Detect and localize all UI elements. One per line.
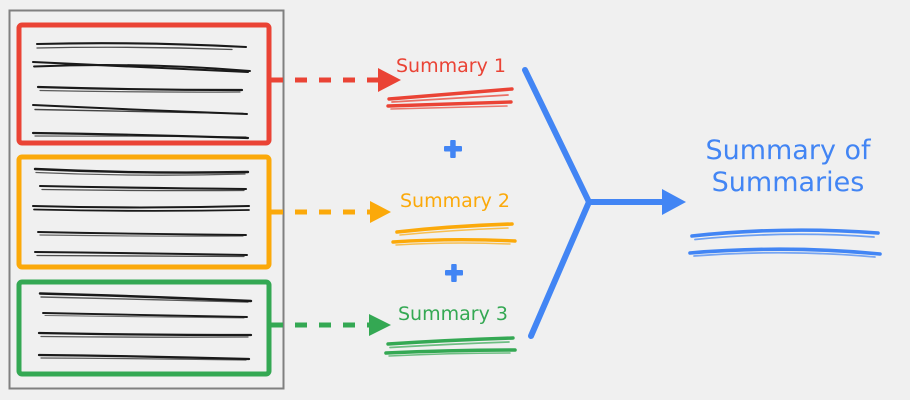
arrow-chunk2-to-summary2 [271,201,391,223]
final-summary-label: Summary of Summaries [705,135,871,198]
merge-arrow [522,67,686,339]
chunk-3-text-lines [37,292,253,361]
chunk-3-border [16,279,272,377]
final-summary-squiggles [688,228,882,258]
summary-2-squiggles [391,222,517,246]
arrow-chunk1-to-summary1 [271,68,401,92]
plus-operator-1 [444,140,462,158]
chunk-2-border [16,154,272,270]
summary-3-squiggles [384,336,517,357]
chunk-2-text-lines [31,167,251,258]
summary-3-label: Summary 3 [398,303,508,325]
arrow-chunk3-to-summary3 [271,314,391,336]
plus-operator-2 [445,264,463,282]
summary-2-label: Summary 2 [400,190,510,212]
chunk-1-text-lines [31,42,251,140]
chunk-1-border [16,22,272,146]
document-panel-frame [8,9,285,390]
document-chunk-2[interactable] [16,154,272,270]
document-chunk-1[interactable] [16,22,272,146]
summary-1-label: Summary 1 [396,55,506,77]
summary-1-squiggles [386,87,514,110]
document-chunk-3[interactable] [16,279,272,377]
